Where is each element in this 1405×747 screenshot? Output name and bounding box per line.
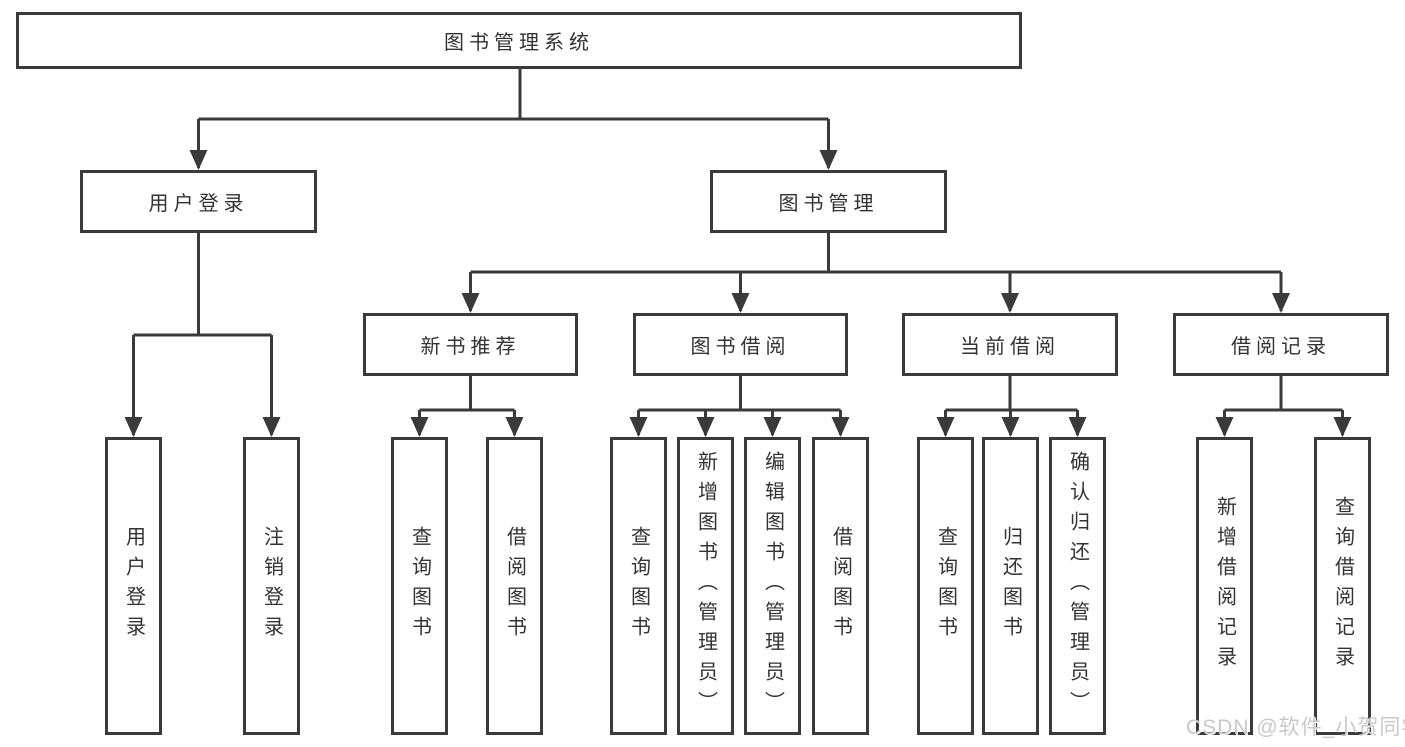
node-new-book-recommend: 新书推荐 bbox=[363, 313, 578, 376]
node-label: 用户登录 bbox=[148, 193, 249, 215]
csdn-watermark: CSDN @软件_小贺同学 bbox=[1186, 716, 1405, 739]
node-book-management: 图书管理 bbox=[710, 170, 947, 233]
node-label: 借阅图书 bbox=[503, 526, 526, 646]
node-label: 新增借阅记录 bbox=[1213, 496, 1236, 676]
node-current-borrow: 当前借阅 bbox=[902, 313, 1118, 376]
node-label: 归还图书 bbox=[999, 526, 1022, 646]
node-logout: 注销登录 bbox=[243, 437, 300, 735]
node-label: 新书推荐 bbox=[420, 336, 521, 358]
node-borrow-records: 借阅记录 bbox=[1173, 313, 1389, 376]
node-label: 查询图书 bbox=[408, 526, 431, 646]
node-cb-confirm-return: 确认归还（管理员） bbox=[1049, 437, 1106, 735]
node-label: 借阅图书 bbox=[829, 526, 852, 646]
node-label: 图书管理 bbox=[778, 193, 879, 215]
node-label: 查询借阅记录 bbox=[1331, 496, 1354, 676]
node-label: 注销登录 bbox=[260, 526, 283, 646]
node-cb-query-books: 查询图书 bbox=[917, 437, 974, 735]
node-label: 当前借阅 bbox=[960, 336, 1060, 358]
node-label: 用户登录 bbox=[122, 526, 145, 646]
node-label: 确认归还（管理员） bbox=[1066, 451, 1089, 721]
node-user-login: 用户登录 bbox=[105, 437, 162, 735]
node-user-login-group: 用户登录 bbox=[80, 170, 317, 233]
node-br-add-record: 新增借阅记录 bbox=[1196, 437, 1253, 735]
node-bb-query-books: 查询图书 bbox=[610, 437, 667, 735]
node-cb-return-books: 归还图书 bbox=[982, 437, 1039, 735]
node-label: 借阅记录 bbox=[1231, 336, 1331, 358]
node-nb-query-books: 查询图书 bbox=[391, 437, 448, 735]
node-label: 查询图书 bbox=[627, 526, 650, 646]
node-br-query-record: 查询借阅记录 bbox=[1314, 437, 1371, 735]
node-book-borrow: 图书借阅 bbox=[633, 313, 848, 376]
node-label: 查询图书 bbox=[934, 526, 957, 646]
node-label: 图书借阅 bbox=[690, 336, 791, 358]
node-nb-borrow-books: 借阅图书 bbox=[486, 437, 543, 735]
node-label: 编辑图书（管理员） bbox=[761, 451, 784, 721]
node-bb-edit-books: 编辑图书（管理员） bbox=[744, 437, 801, 735]
arrowheads bbox=[124, 150, 1352, 437]
node-label: 图书管理系统 bbox=[444, 32, 594, 54]
node-library-management-system: 图书管理系统 bbox=[16, 12, 1022, 69]
node-bb-add-books: 新增图书（管理员） bbox=[677, 437, 734, 735]
node-bb-borrow-books: 借阅图书 bbox=[812, 437, 869, 735]
node-label: 新增图书（管理员） bbox=[694, 451, 717, 721]
